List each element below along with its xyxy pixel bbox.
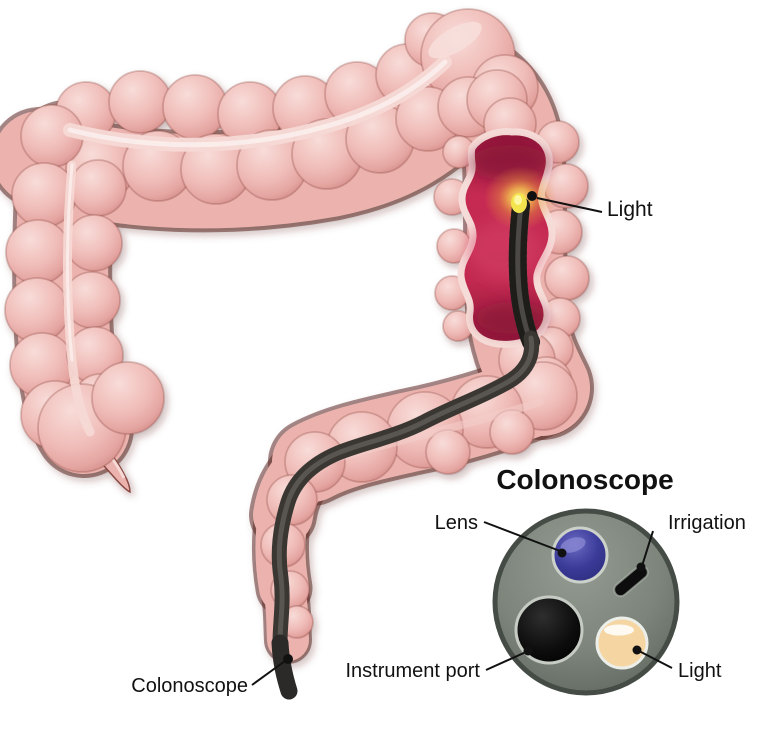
scope-tip-end: [271, 634, 298, 700]
irrigation-port: [613, 564, 649, 598]
anchor-instrument-port: [523, 646, 533, 656]
anchor-irrigation: [636, 562, 646, 572]
leader-light-cs: [638, 650, 673, 669]
label-instrument-port: Instrument port: [345, 660, 480, 682]
leader-irrigation: [641, 530, 654, 567]
instrument-port-circle: [514, 595, 584, 665]
lens-highlight: [560, 537, 586, 553]
label-irrigation: Irrigation: [668, 512, 746, 534]
leader-lines: [251, 191, 673, 686]
cross-section-diagram: [492, 508, 680, 696]
cutaway-section: [457, 128, 556, 351]
labels: Light Colonoscope Colonoscope Lens Irrig…: [131, 198, 746, 697]
haustra-bumps: [4, 8, 590, 639]
scope-light-core: [514, 195, 522, 205]
label-lens: Lens: [435, 512, 478, 534]
leader-light-top: [536, 197, 603, 213]
anchor-light-top: [527, 191, 537, 201]
anchor-lens: [557, 548, 567, 558]
taenia-highlights: [63, 21, 544, 464]
anchor-colonoscope: [283, 654, 293, 664]
label-light-top: Light: [607, 198, 653, 221]
light-circle-highlight: [604, 624, 634, 636]
label-light-cs: Light: [678, 660, 722, 682]
leader-lens: [483, 521, 561, 552]
cross-section-title: Colonoscope: [496, 464, 673, 495]
scope-tube: [271, 330, 540, 700]
leader-instrument-port: [485, 651, 527, 671]
anchor-light-cs: [632, 645, 642, 655]
label-colonoscope: Colonoscope: [131, 675, 248, 697]
leader-colonoscope: [251, 660, 286, 686]
